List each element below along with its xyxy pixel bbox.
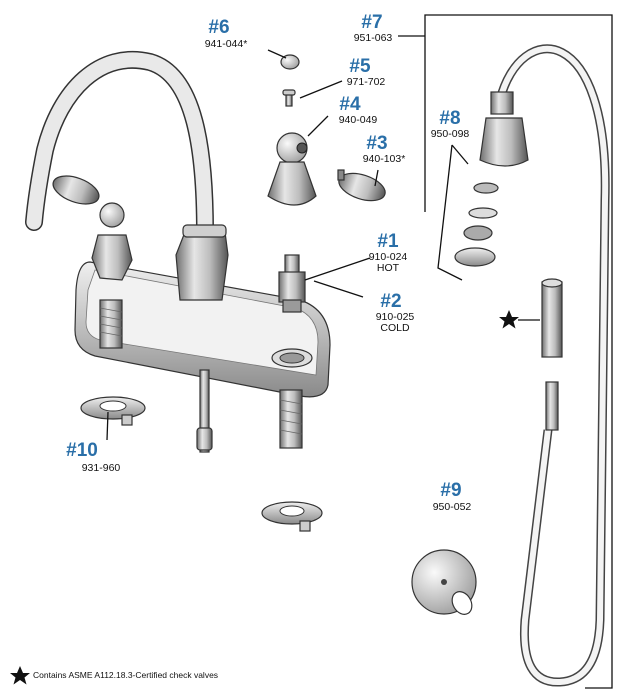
callout-number: #7 bbox=[361, 12, 382, 33]
callout-number: #6 bbox=[208, 17, 229, 38]
footnote: Contains ASME A112.18.3-Certified check … bbox=[10, 666, 218, 685]
callout-number: #2 bbox=[380, 291, 401, 312]
part-code: 950-098 bbox=[431, 128, 470, 140]
lower-ring-drawing bbox=[261, 501, 323, 532]
callout-10: #10 931-960 bbox=[66, 440, 120, 474]
part-code: 951-063 bbox=[354, 32, 393, 44]
part-10-drawing bbox=[80, 396, 146, 426]
callout-1: #1 910-024 HOT bbox=[369, 231, 408, 274]
callout-number: #8 bbox=[439, 108, 460, 129]
part-code: 910-025 bbox=[376, 311, 415, 323]
part-code: 940-103* bbox=[363, 153, 406, 165]
callout-2: #2 910-025 COLD bbox=[376, 291, 415, 334]
callout-number: #10 bbox=[66, 440, 98, 461]
callout-number: #1 bbox=[377, 231, 399, 252]
callout-8: #8 950-098 bbox=[431, 108, 470, 140]
part-code: 910-024 bbox=[369, 251, 408, 263]
part-code: 950-052 bbox=[433, 501, 472, 513]
part-code: 940-049 bbox=[339, 114, 378, 126]
callout-number: #3 bbox=[366, 133, 387, 154]
part-note: COLD bbox=[380, 322, 410, 334]
callout-6: #6 941-044* bbox=[205, 17, 248, 50]
part-5-drawing bbox=[282, 89, 296, 107]
callout-number: #9 bbox=[440, 480, 461, 501]
faucet-body-drawing bbox=[25, 50, 331, 453]
cartridge-drawing bbox=[278, 254, 306, 313]
spray-hose-drawing bbox=[454, 44, 610, 687]
callout-number: #5 bbox=[349, 56, 371, 77]
callout-7: #7 951-063 bbox=[354, 12, 393, 44]
part-3-drawing bbox=[337, 169, 386, 202]
part-code: 971-702 bbox=[347, 76, 386, 88]
part-code: 931-960 bbox=[82, 462, 121, 474]
callout-9: #9 950-052 bbox=[433, 480, 472, 513]
star-icon bbox=[499, 310, 519, 329]
star-icon bbox=[10, 666, 30, 685]
callout-3: #3 940-103* bbox=[363, 133, 406, 165]
part-4-drawing bbox=[267, 132, 317, 206]
part-6-drawing bbox=[280, 54, 300, 70]
footnote-text: Contains ASME A112.18.3-Certified check … bbox=[33, 670, 218, 680]
callout-number: #4 bbox=[339, 94, 361, 115]
part-note: HOT bbox=[377, 262, 400, 274]
callout-5: #5 971-702 bbox=[347, 56, 386, 88]
part-9-drawing bbox=[411, 549, 477, 615]
callout-4: #4 940-049 bbox=[339, 94, 378, 126]
part-code: 941-044* bbox=[205, 38, 248, 50]
leader-lines bbox=[106, 14, 613, 689]
